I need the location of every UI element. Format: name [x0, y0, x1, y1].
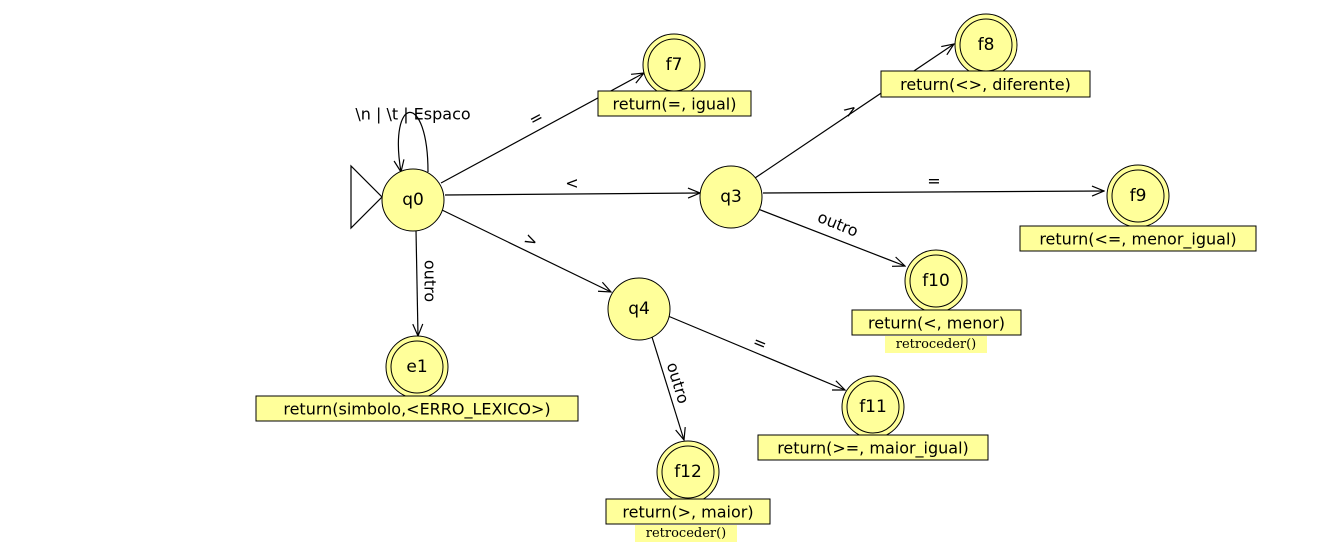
state-circle — [607, 277, 671, 341]
state-f10[interactable]: f10 — [904, 249, 968, 313]
edge-line — [757, 208, 905, 266]
edge-label: outro — [663, 360, 694, 406]
transition-q0-f7: = — [440, 73, 644, 184]
edge-line — [762, 191, 1104, 193]
output-box — [851, 309, 1022, 336]
edge-label: > — [839, 98, 861, 121]
edge-label: outro — [421, 260, 440, 302]
output-text: return(<=, menor_igual) — [1039, 230, 1236, 250]
edge-label: outro — [815, 207, 861, 240]
edge-line — [754, 44, 954, 179]
output-text: return(simbolo,<ERRO_LEXICO>) — [283, 400, 550, 420]
state-label: q0 — [402, 190, 424, 210]
output-e1: return(simbolo,<ERRO_LEXICO>) — [255, 395, 579, 422]
action-box — [635, 525, 737, 542]
edge-label: > — [521, 229, 541, 252]
states-layer: q0 q3 q4 f7 f8 f9 — [381, 13, 1170, 504]
state-label: e1 — [406, 357, 427, 377]
edge-label: \n | \t | Espaco — [355, 105, 470, 124]
state-label: q4 — [628, 299, 650, 319]
output-text: return(<, menor) — [868, 314, 1005, 333]
transition-q3-f9: = — [762, 172, 1104, 194]
state-label: f8 — [978, 35, 995, 55]
output-f11: return(>=, maior_igual) — [757, 434, 989, 461]
state-label: f7 — [666, 55, 683, 75]
output-text: return(>, maior) — [622, 503, 753, 522]
transition-q0-q0: \n | \t | Espaco — [355, 105, 471, 173]
output-text: return(<>, diferente) — [900, 75, 1071, 94]
state-f9[interactable]: f9 — [1106, 164, 1170, 228]
edge-label: = — [927, 172, 940, 191]
edge-line — [398, 111, 429, 172]
state-q0[interactable]: q0 — [381, 168, 445, 232]
transition-q0-e1: outro — [416, 229, 440, 336]
state-label: q3 — [720, 187, 742, 207]
transition-q0-q4: > — [441, 209, 611, 292]
final-ring — [661, 445, 715, 499]
state-circle — [381, 168, 445, 232]
state-label: f12 — [674, 462, 702, 482]
state-label: f9 — [1130, 186, 1147, 206]
final-ring — [846, 380, 900, 434]
transition-q4-f12: outro — [651, 336, 694, 440]
final-ring — [390, 340, 444, 394]
state-q4[interactable]: q4 — [607, 277, 671, 341]
state-circle — [699, 165, 763, 229]
output-f9: return(<=, menor_igual) — [1019, 225, 1257, 252]
state-label: f11 — [859, 397, 887, 417]
edge-label: < — [565, 174, 578, 193]
output-box — [255, 395, 579, 422]
state-f12[interactable]: f12 — [656, 440, 720, 504]
edge-line — [441, 209, 611, 292]
outputs-layer: return(=, igual) return(<>, diferente) r… — [255, 70, 1257, 542]
output-box — [605, 498, 771, 525]
output-f10: return(<, menor) retroceder() — [851, 309, 1022, 353]
output-box — [880, 70, 1091, 98]
output-f8: return(<>, diferente) — [880, 70, 1091, 98]
output-box — [597, 90, 752, 117]
action-text: retroceder() — [646, 526, 727, 541]
transition-q3-f8: > — [754, 44, 954, 179]
state-f11[interactable]: f11 — [841, 375, 905, 439]
initial-state-marker — [350, 164, 383, 230]
transition-q4-f11: = — [667, 315, 845, 390]
transition-q3-f10: outro — [757, 207, 905, 266]
output-f7: return(=, igual) — [597, 90, 752, 117]
action-box — [885, 336, 987, 353]
state-e1[interactable]: e1 — [385, 335, 449, 399]
output-box — [757, 434, 989, 461]
edge-line — [416, 229, 418, 336]
output-box — [1019, 225, 1257, 252]
state-f7[interactable]: f7 — [642, 33, 706, 97]
output-text: return(=, igual) — [613, 95, 737, 114]
state-f8[interactable]: f8 — [954, 13, 1018, 77]
edge-line — [667, 315, 845, 390]
output-text: return(>=, maior_igual) — [777, 439, 969, 459]
edge-line — [444, 193, 700, 195]
output-f12: return(>, maior) retroceder() — [605, 498, 771, 542]
edge-label: = — [750, 332, 770, 355]
edge-label: = — [526, 106, 547, 129]
state-label: f10 — [922, 271, 950, 291]
action-text: retroceder() — [896, 337, 977, 352]
edge-line — [440, 73, 644, 184]
edge-line — [651, 336, 684, 440]
final-ring — [909, 254, 963, 308]
transition-q0-q3: < — [444, 174, 700, 196]
state-q3[interactable]: q3 — [699, 165, 763, 229]
final-ring — [1111, 169, 1165, 223]
